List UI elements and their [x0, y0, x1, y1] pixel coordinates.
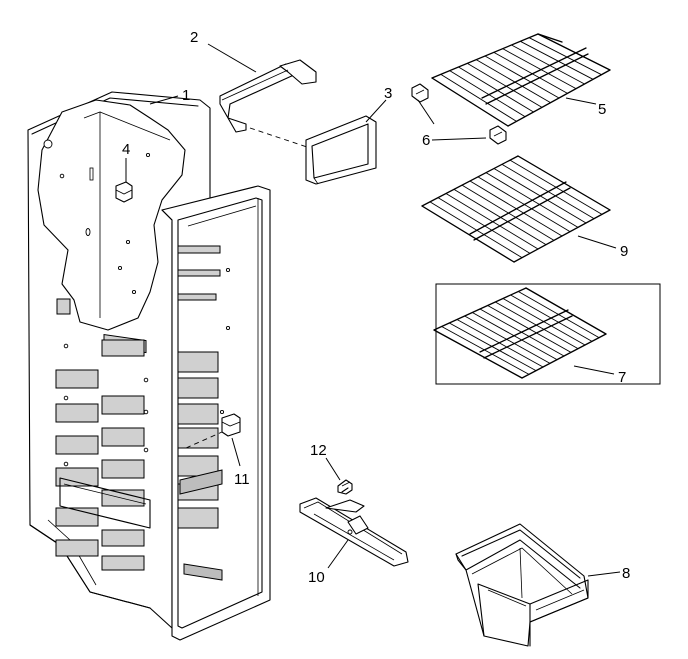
callout-2: 2	[190, 29, 198, 46]
leader-6b	[417, 99, 435, 125]
shelf-rung	[525, 287, 607, 335]
shelf-rung	[485, 172, 579, 228]
shelf-rung	[509, 159, 603, 215]
callout-4: 4	[122, 141, 130, 158]
shelf-rung	[511, 44, 585, 85]
shelf-rung	[493, 168, 587, 224]
freezer-liner-part	[27, 91, 271, 641]
shelf-rung	[431, 77, 509, 127]
shelf-rung	[487, 305, 572, 353]
shelf-rung	[479, 308, 565, 357]
callout-11: 11	[234, 471, 250, 488]
callout-1: 1	[182, 87, 190, 104]
leader-10	[327, 539, 349, 569]
bin-part-8	[455, 523, 589, 647]
shelf-rung	[466, 62, 543, 108]
shelf-rung	[477, 176, 571, 233]
shelf-rung	[475, 59, 551, 104]
shelf-rung	[429, 201, 523, 259]
shelf-rung	[437, 197, 531, 254]
leader-lines	[125, 43, 621, 577]
leader-2	[207, 43, 257, 73]
clip-part-11	[185, 413, 241, 449]
shelf-rung	[449, 70, 526, 118]
leader-12	[325, 457, 341, 481]
leader-1	[149, 95, 179, 105]
leader-6	[431, 137, 487, 141]
shelf-rung	[461, 184, 555, 241]
leader-3	[365, 99, 387, 123]
shelf-rung	[502, 298, 586, 346]
shelf-rung	[471, 312, 558, 361]
hanger-to-pan-dashline	[249, 127, 317, 151]
callout-10: 10	[308, 569, 325, 586]
shelf-rung	[501, 163, 595, 220]
shelf-rung	[493, 51, 568, 94]
clip-part-4	[115, 181, 133, 203]
shelf-rung	[510, 294, 593, 342]
liner-side-slots	[55, 298, 151, 571]
shelf-rung	[484, 55, 560, 99]
shelf-rung	[445, 193, 539, 250]
shelf-supports-part-6	[411, 83, 507, 145]
wire-shelf-part-9	[421, 155, 611, 263]
bracket-part-10	[299, 497, 409, 567]
shelf-rung	[456, 319, 544, 368]
wire-shelf-part-5	[431, 33, 611, 127]
hanger-bar-part-2	[219, 59, 317, 133]
leader-8	[587, 571, 621, 577]
shelf-rung	[464, 315, 551, 364]
shelf-rung	[421, 205, 515, 263]
shelf-rung	[537, 33, 611, 71]
shelf-rung	[458, 66, 534, 113]
callout-8: 8	[622, 565, 630, 582]
leader-11	[231, 437, 241, 467]
shelf-rung	[494, 301, 579, 350]
shelf-rung	[519, 40, 594, 80]
shelf-rung	[528, 37, 602, 76]
screw-part-12	[337, 479, 353, 495]
shelf-rung	[517, 155, 611, 211]
leader-5	[565, 97, 597, 105]
callout-6: 6	[422, 132, 430, 149]
liner-rail-slots	[177, 245, 231, 581]
callout-labels: 1 2 3 4 5 6 7 8 9 10 11 12	[122, 29, 630, 586]
wire-shelf-part-7	[433, 287, 607, 379]
shelf-rung	[440, 73, 517, 122]
callout-9: 9	[620, 243, 628, 260]
callout-3: 3	[384, 85, 392, 102]
callout-7: 7	[618, 369, 626, 386]
shelf-rung	[502, 48, 577, 90]
shelf-rung	[433, 329, 523, 379]
callout-5: 5	[598, 101, 606, 118]
leader-7	[573, 365, 615, 375]
shelf-rung	[441, 326, 530, 375]
callout-12: 12	[310, 442, 327, 459]
shelf-rung	[448, 322, 537, 372]
leader-9	[577, 235, 617, 249]
wire-shelf-part-7-frame	[435, 283, 661, 385]
shelf-rung	[453, 188, 547, 246]
shelf-rung	[517, 291, 600, 339]
pan-part-3	[305, 115, 377, 185]
shelf-rung	[469, 180, 563, 237]
